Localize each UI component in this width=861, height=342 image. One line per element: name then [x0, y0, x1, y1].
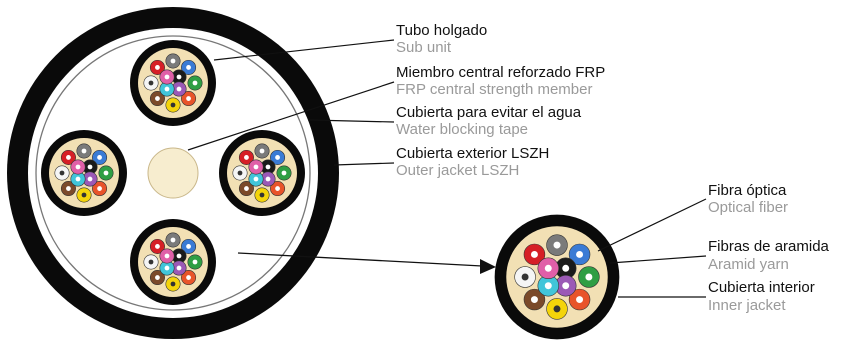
- sub-unit-1-fiber-core: [176, 74, 182, 80]
- sub-unit-3-fiber-core: [253, 176, 259, 182]
- label-sub-unit-en: Sub unit: [396, 39, 452, 56]
- sub-unit-2-fiber-core: [103, 170, 109, 176]
- sub-unit-3-fiber-core: [253, 164, 259, 170]
- leader-optical-fiber: [597, 198, 707, 252]
- leader-sub-unit: [213, 39, 395, 61]
- label-optical-fiber-en: Optical fiber: [708, 199, 789, 216]
- label-outer-jacket-en: Outer jacket LSZH: [396, 162, 520, 179]
- label-aramid-yarn-es: Fibras de aramida: [708, 238, 829, 255]
- sub-unit-detail-view: [494, 214, 620, 340]
- sub-unit-3-fiber-core: [244, 186, 249, 191]
- label-frp-member-es: Miembro central reforzado FRP: [396, 64, 606, 81]
- sub-unit-2-fiber-core: [75, 176, 81, 182]
- leader-water-blocking: [309, 119, 395, 123]
- sub-unit-4-fiber-core: [155, 244, 160, 249]
- leader-aramid-yarn: [609, 255, 707, 264]
- sub-unit-3-fiber-core: [259, 148, 265, 154]
- sub-unit-4-fiber-core: [164, 253, 170, 259]
- zoom-arrow-head: [480, 259, 496, 274]
- sub-unit-2-fiber-core: [59, 170, 65, 176]
- sub-unit-4-fiber-core: [176, 265, 182, 271]
- sub-unit-2-fiber-core: [87, 164, 93, 170]
- sub-unit-4-fiber-core: [170, 237, 176, 243]
- leader-outer-jacket: [333, 162, 395, 166]
- sub-unit-1: [130, 40, 216, 126]
- sub-unit-1-fiber-core: [155, 65, 160, 70]
- sub-unit-2-fiber-core: [81, 148, 87, 154]
- sub-unit-1-fiber-core: [186, 96, 191, 101]
- sub-unit-detail-view-fiber-core: [585, 273, 593, 281]
- sub-unit-2-fiber-core: [97, 155, 102, 160]
- label-frp-member-en: FRP central strength member: [396, 81, 593, 98]
- sub-unit-detail-view-fiber-core: [544, 264, 552, 272]
- sub-unit-4-fiber-core: [164, 265, 170, 271]
- sub-unit-detail-view-fiber-core: [530, 250, 538, 258]
- sub-unit-2-fiber-core: [66, 186, 71, 191]
- sub-unit-2-fiber-core: [81, 192, 87, 198]
- sub-unit-detail-view-fiber-core: [562, 264, 570, 272]
- sub-unit-1-fiber-core: [164, 74, 170, 80]
- label-inner-jacket-en: Inner jacket: [708, 297, 786, 314]
- sub-unit-3-fiber-core: [265, 176, 271, 182]
- sub-unit-detail-view-fiber-core: [576, 296, 584, 304]
- water-blocking-tape: [35, 35, 311, 311]
- sub-unit-4: [130, 219, 216, 305]
- sub-unit-2-fiber-core: [66, 155, 71, 160]
- sub-unit-1-fiber-core: [170, 102, 176, 108]
- sub-unit-1-fiber-core: [192, 80, 198, 86]
- sub-unit-detail-view-fiber-core: [553, 241, 561, 249]
- sub-unit-3-fiber-core: [281, 170, 287, 176]
- leader-frp-member: [187, 81, 395, 151]
- sub-unit-1-fiber-core: [155, 96, 160, 101]
- label-water-blocking-en: Water blocking tape: [396, 121, 529, 138]
- sub-unit-4-fiber-core: [186, 275, 191, 280]
- sub-unit-3-fiber-core: [265, 164, 271, 170]
- sub-unit-4-fiber-core: [186, 244, 191, 249]
- label-optical-fiber-es: Fibra óptica: [708, 182, 787, 199]
- sub-unit-3-fiber-core: [237, 170, 243, 176]
- leader-lines: [187, 39, 707, 298]
- sub-unit-3-fiber-core: [275, 155, 280, 160]
- sub-unit-detail-view-fiber-core: [576, 250, 584, 258]
- sub-unit-2-fiber-core: [75, 164, 81, 170]
- sub-unit-3-fiber-core: [275, 186, 280, 191]
- sub-unit-1-fiber-core: [164, 86, 170, 92]
- label-outer-jacket-es: Cubierta exterior LSZH: [396, 145, 550, 162]
- label-inner-jacket-es: Cubierta interior: [708, 279, 815, 296]
- sub-unit-1-fiber-core: [148, 80, 154, 86]
- sub-unit-2-fiber-core: [87, 176, 93, 182]
- sub-unit-detail-view-fiber-core: [521, 273, 529, 281]
- sub-unit-4-fiber-core: [192, 259, 198, 265]
- sub-unit-detail-view-fiber-core: [562, 282, 570, 290]
- label-water-blocking-es: Cubierta para evitar el agua: [396, 104, 582, 121]
- sub-unit-detail-view-fiber-core: [530, 296, 538, 304]
- sub-unit-1-fiber-core: [176, 86, 182, 92]
- sub-unit-detail: [494, 214, 620, 340]
- sub-unit-2-fiber-core: [97, 186, 102, 191]
- sub-unit-4-fiber-core: [148, 259, 154, 265]
- sub-unit-1-fiber-core: [170, 58, 176, 64]
- sub-unit-2: [41, 130, 127, 216]
- sub-unit-detail-view-fiber-core: [544, 282, 552, 290]
- label-sub-unit-es: Tubo holgado: [396, 22, 488, 39]
- sub-unit-3: [219, 130, 305, 216]
- sub-unit-detail-view-fiber-core: [553, 305, 561, 313]
- sub-unit-3-fiber-core: [259, 192, 265, 198]
- frp-central-strength-member: [147, 147, 199, 199]
- sub-unit-4-fiber-core: [155, 275, 160, 280]
- sub-unit-4-fiber-core: [176, 253, 182, 259]
- sub-unit-4-fiber-core: [170, 281, 176, 287]
- main-cable-cross-section: [7, 7, 339, 339]
- zoom-arrow-line: [237, 252, 483, 267]
- sub-unit-3-fiber-core: [244, 155, 249, 160]
- sub-unit-1-fiber-core: [186, 65, 191, 70]
- label-aramid-yarn-en: Aramid yarn: [708, 256, 789, 273]
